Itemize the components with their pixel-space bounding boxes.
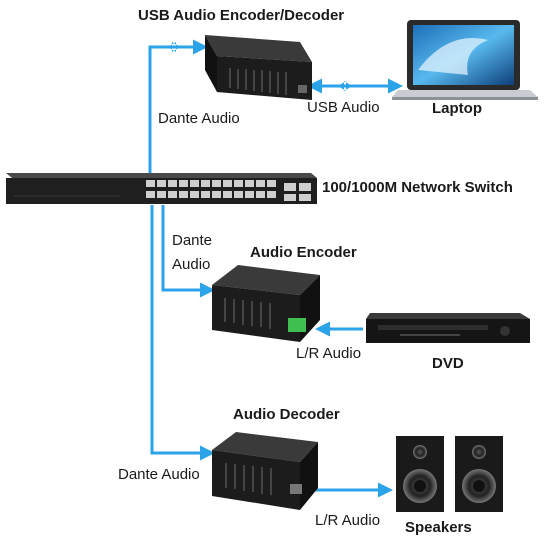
- audio-decoder-device: [212, 432, 318, 510]
- laptop-device: [392, 20, 538, 100]
- connection-label-switch-decoder: Dante Audio: [118, 466, 200, 483]
- cable-switch-to-decoder: [150, 205, 215, 461]
- laptop-title: Laptop: [432, 100, 482, 117]
- connection-label-decoder-speakers: L/R Audio: [315, 512, 381, 529]
- audio-encoder-title: Audio Encoder: [250, 244, 357, 261]
- speakers-title: Speakers: [405, 519, 472, 536]
- cable-direction-marks: [168, 42, 352, 91]
- speakers-device: [396, 436, 503, 512]
- cable-switch-to-encoder: [161, 205, 215, 298]
- usb-codec-title: USB Audio Encoder/Decoder: [138, 7, 345, 24]
- cable-switch-to-usb-codec: [148, 39, 208, 174]
- connection-label-dvd-encoder: L/R Audio: [296, 345, 362, 362]
- connection-label-usb-codec-laptop: USB Audio: [307, 99, 380, 116]
- connection-label-line-1: Dante: [172, 232, 213, 249]
- connection-label-switch-encoder: Dante Audio: [172, 229, 212, 277]
- audio-encoder-device: [212, 265, 320, 342]
- cables: [148, 39, 403, 498]
- connection-label-line-2: Audio: [172, 256, 211, 273]
- network-switch-title: 100/1000M Network Switch: [322, 179, 513, 196]
- network-switch-device: [6, 173, 317, 204]
- dvd-title: DVD: [432, 355, 464, 372]
- audio-decoder-title: Audio Decoder: [233, 406, 340, 423]
- dvd-device: [366, 313, 530, 343]
- connection-label-switch-usb-codec: Dante Audio: [158, 110, 240, 127]
- switch-ports: [146, 180, 311, 201]
- usb-audio-codec-device: [205, 35, 312, 100]
